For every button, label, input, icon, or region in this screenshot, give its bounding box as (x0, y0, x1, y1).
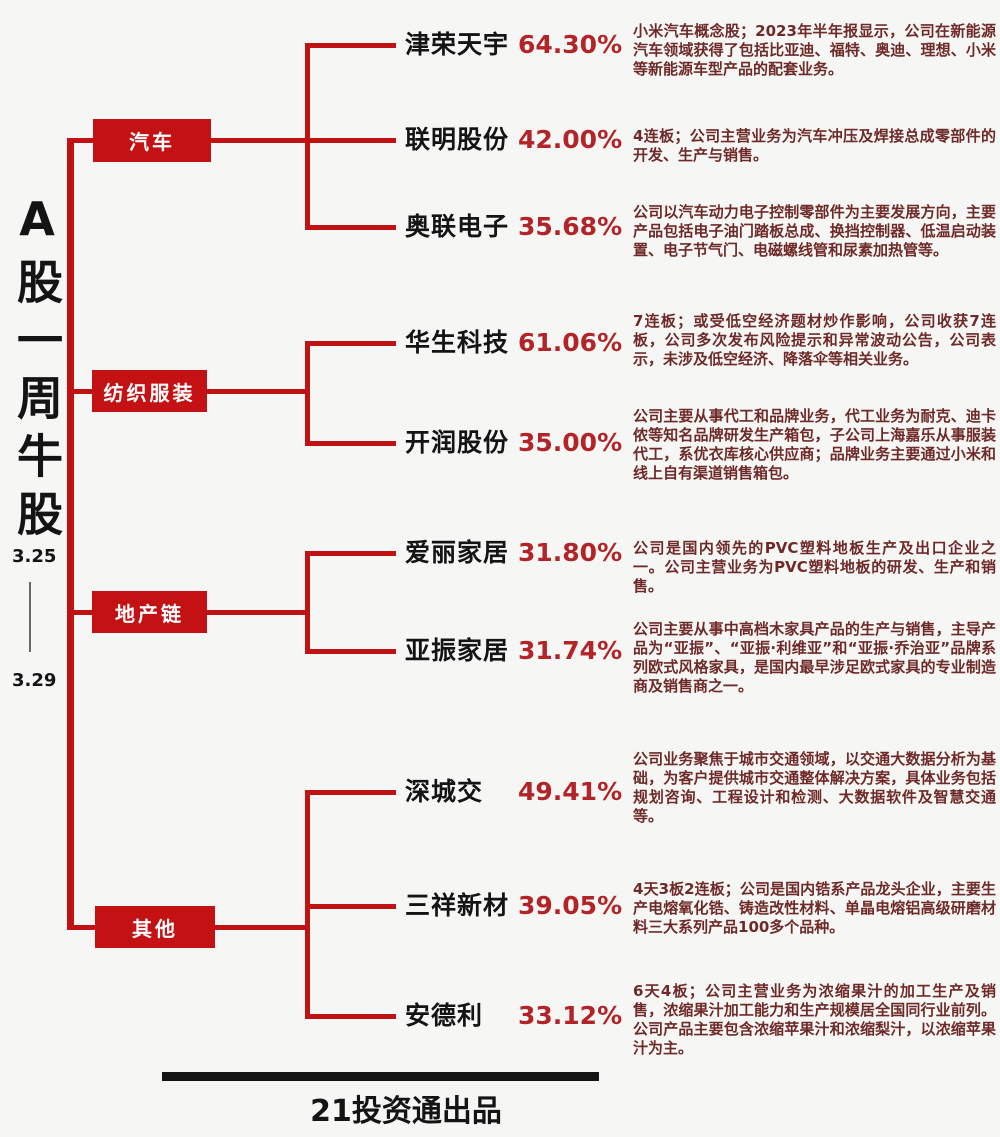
stock-name: 奥联电子 (405, 212, 510, 241)
tree-trunk-line (67, 138, 74, 930)
stock-name: 津荣天宇 (405, 30, 510, 59)
tree-vline-auto (305, 43, 310, 230)
category-label: 其他 (132, 916, 178, 941)
page-title: A股一周牛股 (10, 192, 64, 548)
stock-desc: 小米汽车概念股；2023年半年报显示，公司在新能源汽车领域获得了包括比亚迪、福特… (633, 22, 996, 78)
category-box-realestate: 地产链 (92, 591, 207, 633)
tree-twig (308, 341, 396, 346)
tree-stub-other (70, 925, 98, 930)
stock-desc: 7连板；或受低空经济题材炒作影响，公司收获7连板，公司多次发布风险提示和异常波动… (633, 312, 996, 368)
tree-vline-other (305, 790, 310, 1019)
stock-pct: 33.12% (518, 1001, 623, 1030)
tree-twig (308, 551, 396, 556)
tree-twig (308, 43, 396, 48)
tree-hline-realestate (206, 610, 308, 615)
category-label: 汽车 (129, 130, 175, 154)
stock-pct: 35.00% (518, 428, 623, 457)
date-range-divider (29, 582, 31, 652)
stock-desc: 公司是国内领先的PVC塑料地板生产及出口企业之一。公司主营业务为PVC塑料地板的… (633, 539, 996, 595)
stock-name: 开润股份 (405, 428, 510, 457)
stock-name: 三祥新材 (405, 891, 510, 920)
stock-desc: 公司以汽车动力电子控制零部件为主要发展方向，主要产品包括电子油门踏板总成、换挡控… (633, 203, 996, 259)
stock-pct: 49.41% (518, 777, 623, 806)
tree-twig (308, 904, 396, 909)
stock-name: 深城交 (405, 777, 484, 806)
category-box-auto: 汽车 (93, 119, 211, 162)
tree-twig (308, 790, 396, 795)
stock-pct: 31.80% (518, 538, 623, 567)
stock-name: 亚振家居 (405, 636, 510, 665)
tree-twig (308, 441, 396, 446)
category-label: 地产链 (115, 601, 184, 626)
stock-pct: 35.68% (518, 212, 623, 241)
tree-hline-textile (206, 389, 308, 394)
stock-name: 联明股份 (405, 125, 510, 154)
tree-twig (308, 138, 396, 143)
stock-name: 安德利 (405, 1001, 484, 1030)
tree-twig (308, 649, 396, 654)
category-box-textile: 纺织服装 (92, 370, 207, 412)
date-from: 3.25 (12, 546, 57, 567)
date-to: 3.29 (12, 670, 57, 691)
stock-pct: 31.74% (518, 636, 623, 665)
stock-desc: 公司主要从事中高档木家具产品的生产与销售，主导产品为“亚振”、“亚振·利维亚”和… (633, 620, 996, 695)
tree-stub-auto (70, 138, 96, 143)
category-box-other: 其他 (95, 906, 215, 948)
tree-twig (308, 225, 396, 230)
footer-divider-bar (162, 1072, 599, 1081)
stock-name: 华生科技 (405, 328, 510, 357)
stock-desc: 6天4板；公司主营业务为浓缩果汁的加工生产及销售，浓缩果汁加工能力和生产规模居全… (633, 982, 996, 1057)
stock-pct: 64.30% (518, 30, 623, 59)
stock-desc: 公司业务聚焦于城市交通领域，以交通大数据分析为基础，为客户提供城市交通整体解决方… (633, 750, 996, 825)
tree-twig (308, 1014, 396, 1019)
tree-stub-realestate (70, 610, 96, 615)
footer-credit: 21投资通出品 (310, 1094, 502, 1129)
tree-hline-auto (210, 138, 310, 143)
stock-desc: 4连板；公司主营业务为汽车冲压及焊接总成零部件的开发、生产与销售。 (633, 127, 996, 164)
stock-pct: 61.06% (518, 328, 623, 357)
tree-vline-textile (305, 341, 310, 446)
tree-stub-textile (70, 389, 96, 394)
stock-pct: 42.00% (518, 125, 623, 154)
stock-desc: 4天3板2连板；公司是国内锆系产品龙头企业，主要生产电熔氧化锆、铸造改性材料、单… (633, 880, 996, 936)
tree-vline-realestate (305, 551, 310, 654)
tree-hline-other (214, 925, 308, 930)
stock-desc: 公司主要从事代工和品牌业务，代工业务为耐克、迪卡侬等知名品牌研发生产箱包，子公司… (633, 407, 996, 482)
stock-name: 爱丽家居 (405, 538, 510, 567)
stock-pct: 39.05% (518, 891, 623, 920)
category-label: 纺织服装 (103, 380, 196, 405)
